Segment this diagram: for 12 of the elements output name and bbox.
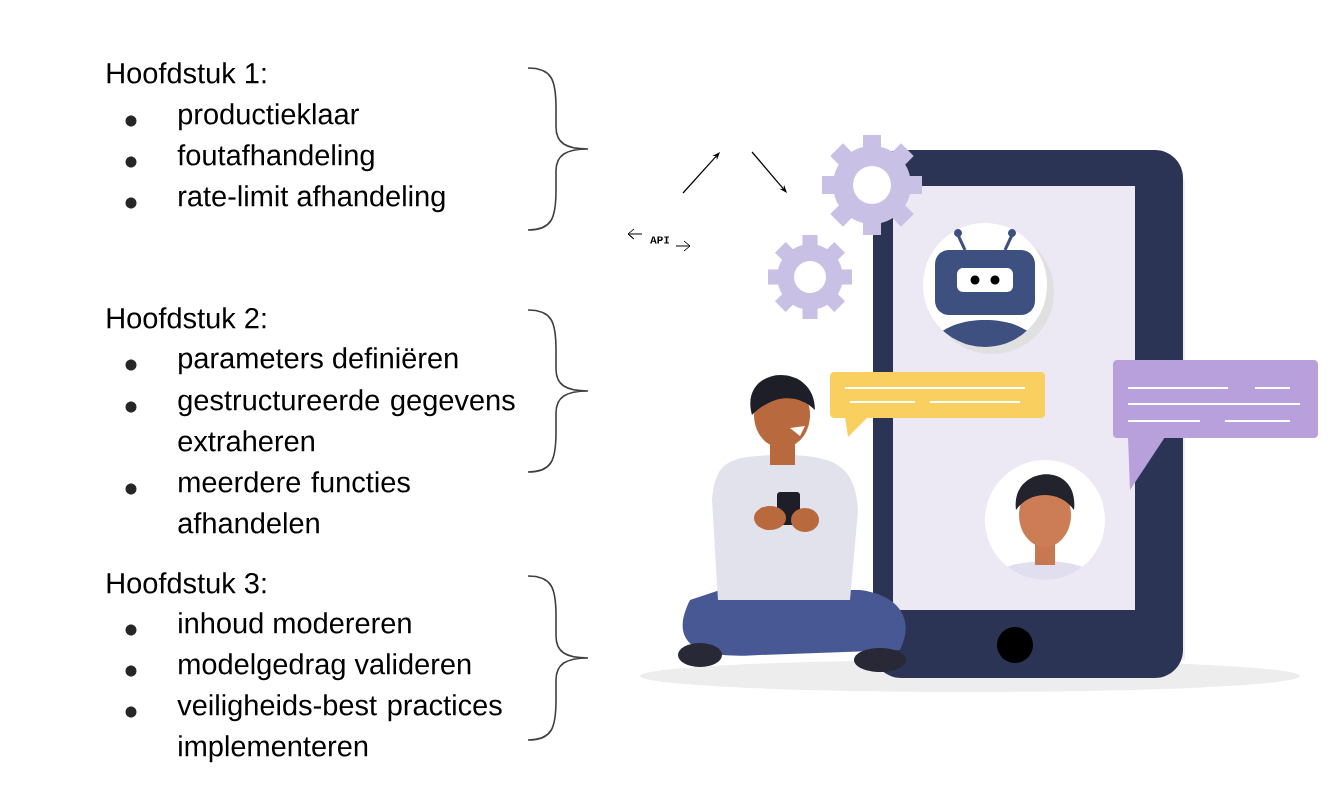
chapter-heading: Hoofdstuk 3: — [107, 572, 266, 594]
list-item: productieklaar — [179, 103, 359, 131]
list-item: modelgedrag valideren — [179, 653, 471, 681]
list-item: inhoud modereren — [179, 612, 411, 634]
list-item: foutafhandeling — [177, 144, 374, 172]
list-item: veiligheids-best practices implementeren — [177, 694, 502, 763]
api-label: API — [650, 236, 670, 244]
list-item: meerdere functies afhandelen — [178, 471, 410, 534]
chapter-heading: Hoofdstuk 1: — [107, 62, 266, 84]
list-item: parameters definiëren — [179, 347, 458, 375]
chapter-heading: Hoofdstuk 2: — [107, 307, 266, 329]
list-item: rate-limit afhandeling — [179, 185, 445, 213]
